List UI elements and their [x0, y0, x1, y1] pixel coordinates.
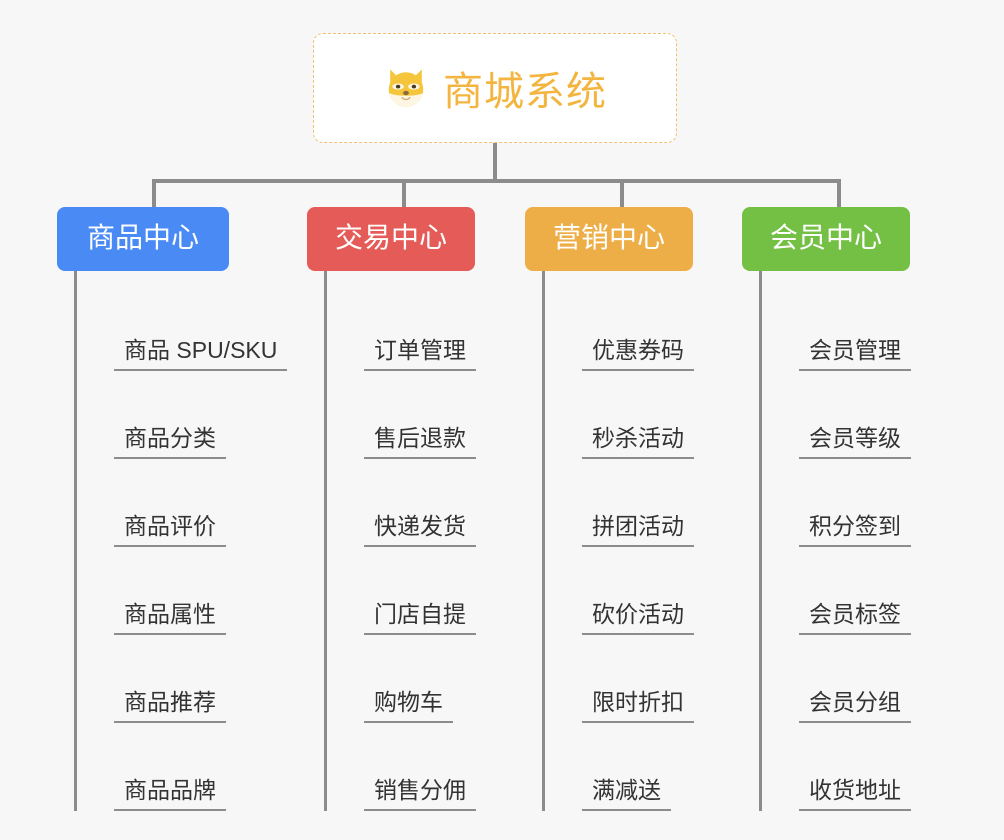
leaf-list-1: 订单管理 售后退款 快递发货 门店自提 购物车 销售分佣: [324, 271, 537, 811]
root-title: 商城系统: [443, 70, 607, 114]
leaf-label: 秒杀活动: [592, 425, 684, 452]
leaf-item[interactable]: 限时折扣: [562, 635, 755, 723]
leaf-item[interactable]: 拼团活动: [562, 459, 755, 547]
leaf-label: 积分签到: [809, 513, 901, 540]
leaf-item[interactable]: 积分签到: [779, 459, 972, 547]
leaf-label: 优惠券码: [592, 337, 684, 364]
leaf-item[interactable]: 会员标签: [779, 547, 972, 635]
root-node[interactable]: 商城系统: [313, 33, 677, 143]
leaf-label: 会员等级: [809, 425, 901, 452]
leaf-item[interactable]: 满减送: [562, 723, 755, 811]
leaf-label: 收货地址: [809, 777, 901, 804]
branch-column-1: 交易中心 订单管理 售后退款 快递发货 门店自提 购物车 销售分佣: [307, 207, 537, 811]
leaf-item[interactable]: 砍价活动: [562, 547, 755, 635]
leaf-list-0: 商品 SPU/SKU 商品分类 商品评价 商品属性 商品推荐 商品品牌: [74, 271, 337, 811]
leaf-label: 会员分组: [809, 689, 901, 716]
leaf-list-2: 优惠券码 秒杀活动 拼团活动 砍价活动 限时折扣 满减送: [542, 271, 755, 811]
branch-column-0: 商品中心 商品 SPU/SKU 商品分类 商品评价 商品属性 商品推荐 商品品牌: [57, 207, 337, 811]
leaf-item[interactable]: 商品分类: [94, 371, 337, 459]
leaf-label: 商品 SPU/SKU: [124, 337, 278, 364]
leaf-item[interactable]: 商品属性: [94, 547, 337, 635]
leaf-label: 满减送: [592, 777, 661, 804]
leaf-label: 门店自提: [374, 601, 466, 628]
leaf-item[interactable]: 商品 SPU/SKU: [94, 283, 337, 371]
leaf-item[interactable]: 购物车: [344, 635, 537, 723]
shiba-dog-face-icon: [383, 65, 429, 111]
leaf-label: 限时折扣: [592, 689, 684, 716]
leaf-item[interactable]: 收货地址: [779, 723, 972, 811]
leaf-item[interactable]: 销售分佣: [344, 723, 537, 811]
branch-header-2[interactable]: 营销中心: [525, 207, 694, 271]
leaf-item[interactable]: 商品评价: [94, 459, 337, 547]
connector-horizontal-bus: [152, 179, 841, 183]
branch-header-0[interactable]: 商品中心: [57, 207, 230, 271]
leaf-label: 销售分佣: [374, 777, 466, 804]
leaf-item[interactable]: 快递发货: [344, 459, 537, 547]
branch-column-2: 营销中心 优惠券码 秒杀活动 拼团活动 砍价活动 限时折扣 满减送: [525, 207, 755, 811]
leaf-label: 商品品牌: [124, 777, 216, 804]
leaf-label: 订单管理: [374, 337, 466, 364]
leaf-label: 商品分类: [124, 425, 216, 452]
leaf-item[interactable]: 订单管理: [344, 283, 537, 371]
leaf-item[interactable]: 会员等级: [779, 371, 972, 459]
leaf-item[interactable]: 售后退款: [344, 371, 537, 459]
leaf-label: 商品推荐: [124, 689, 216, 716]
leaf-label: 砍价活动: [592, 601, 684, 628]
leaf-label: 售后退款: [374, 425, 466, 452]
leaf-item[interactable]: 优惠券码: [562, 283, 755, 371]
leaf-item[interactable]: 商品品牌: [94, 723, 337, 811]
leaf-label: 购物车: [374, 689, 443, 716]
leaf-item[interactable]: 秒杀活动: [562, 371, 755, 459]
leaf-item[interactable]: 会员管理: [779, 283, 972, 371]
connector-drop-branch-1: [402, 179, 406, 211]
branch-header-3[interactable]: 会员中心: [742, 207, 911, 271]
leaf-label: 商品评价: [124, 513, 216, 540]
leaf-label: 商品属性: [124, 601, 216, 628]
branch-column-3: 会员中心 会员管理 会员等级 积分签到 会员标签 会员分组 收货地址: [742, 207, 972, 811]
branch-header-1[interactable]: 交易中心: [307, 207, 476, 271]
leaf-label: 快递发货: [374, 513, 466, 540]
connector-drop-branch-0: [152, 179, 156, 211]
leaf-label: 会员管理: [809, 337, 901, 364]
leaf-item[interactable]: 门店自提: [344, 547, 537, 635]
connector-drop-branch-2: [620, 179, 624, 211]
connector-drop-branch-3: [837, 179, 841, 211]
leaf-item[interactable]: 商品推荐: [94, 635, 337, 723]
leaf-label: 拼团活动: [592, 513, 684, 540]
leaf-item[interactable]: 会员分组: [779, 635, 972, 723]
connector-root-stem: [493, 143, 497, 181]
leaf-list-3: 会员管理 会员等级 积分签到 会员标签 会员分组 收货地址: [759, 271, 972, 811]
leaf-label: 会员标签: [809, 601, 901, 628]
